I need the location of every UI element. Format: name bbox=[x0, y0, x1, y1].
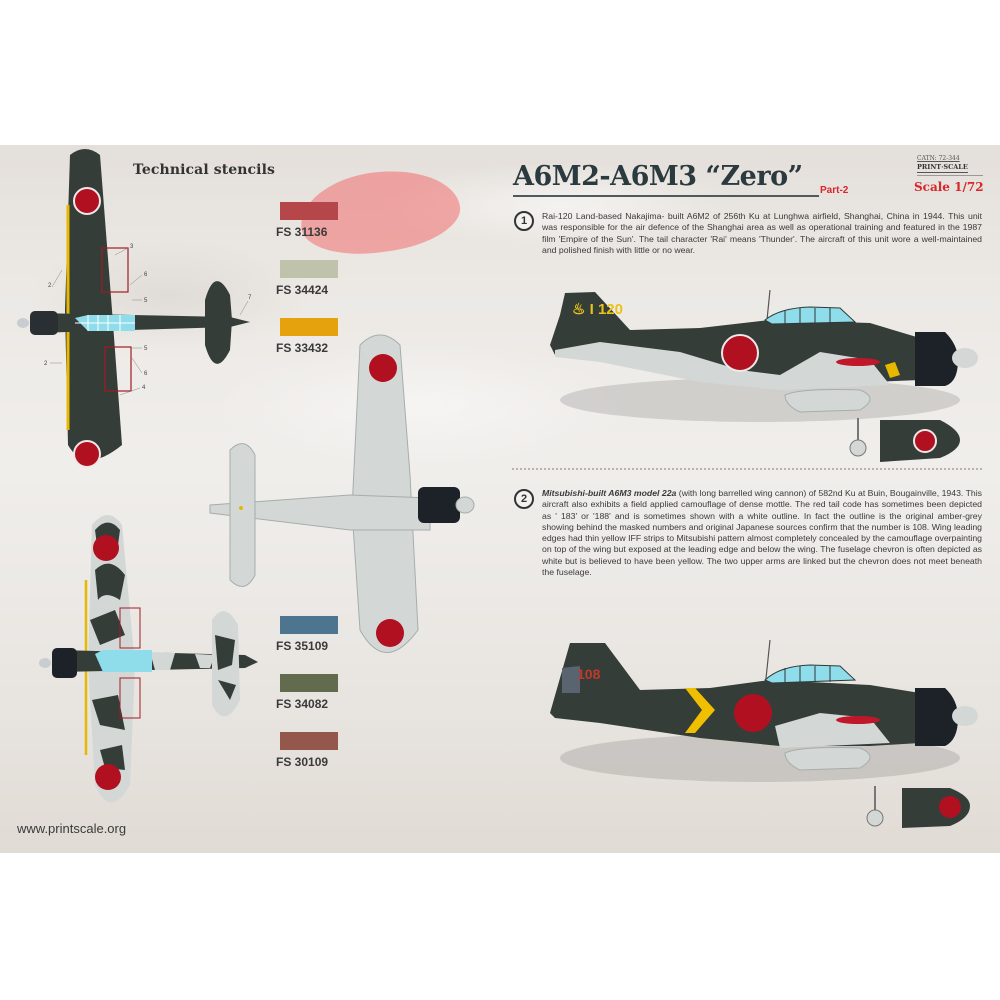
scheme-2-description: Mitsubishi-built A6M3 model 22a (with lo… bbox=[542, 488, 982, 578]
color-code-label: FS 35109 bbox=[276, 639, 329, 653]
section-divider bbox=[512, 468, 982, 470]
scheme-1-side-profile: ♨ I 120 bbox=[550, 289, 978, 462]
tail-code: 108 bbox=[577, 666, 601, 682]
color-swatch bbox=[280, 260, 338, 278]
stencil-number: 6 bbox=[144, 371, 148, 377]
tail-code: ♨ I 120 bbox=[572, 301, 623, 318]
part-label: Part-2 bbox=[820, 185, 849, 196]
stencil-number: 5 bbox=[144, 298, 148, 304]
stencil-number: 6 bbox=[144, 272, 148, 278]
color-swatch bbox=[280, 674, 338, 692]
scheme-number-badge: 2 bbox=[514, 489, 534, 509]
brand-logo: PRINT·SCALE bbox=[917, 163, 968, 173]
scheme-1-description: Rai-120 Land-based Nakajima- built A6M2 … bbox=[542, 211, 982, 256]
color-swatch bbox=[280, 202, 338, 220]
scheme-1-text: Rai-120 Land-based Nakajima- built A6M2 … bbox=[542, 211, 982, 255]
color-code-label: FS 34082 bbox=[276, 697, 329, 711]
color-swatch bbox=[280, 318, 338, 336]
stencil-number: 7 bbox=[248, 295, 252, 301]
color-code-label: FS 33432 bbox=[276, 341, 329, 355]
title-underline bbox=[513, 195, 819, 197]
technical-stencils-title: Technical stencils bbox=[133, 162, 275, 178]
scheme-2-side-profile: 108 bbox=[550, 639, 978, 828]
scheme-number-badge: 1 bbox=[514, 211, 534, 231]
color-swatch bbox=[280, 616, 338, 634]
catalog-number: CATN: 72-344 bbox=[917, 155, 960, 162]
stencil-number: 2 bbox=[44, 361, 48, 367]
stencil-number: 5 bbox=[144, 346, 148, 352]
top-view-camouflaged-aircraft bbox=[39, 515, 258, 803]
scheme-2-title: Mitsubishi-built A6M3 model 22a bbox=[542, 488, 677, 498]
decal-sheet: Technical stencils 3 bbox=[0, 145, 1000, 853]
color-code-label: FS 31136 bbox=[276, 225, 328, 239]
color-code-label: FS 34424 bbox=[276, 283, 329, 297]
tail-code-number: 120 bbox=[598, 301, 623, 318]
scheme-2-text: (with long barrelled wing cannon) of 582… bbox=[542, 488, 982, 578]
scale-label: Scale 1/72 bbox=[914, 180, 984, 194]
stencil-number: 2 bbox=[48, 283, 52, 289]
stencil-number: 4 bbox=[142, 385, 146, 391]
brand-divider bbox=[917, 175, 983, 176]
stencil-number: 3 bbox=[130, 244, 134, 250]
color-swatch bbox=[280, 732, 338, 750]
underside-view-grey-aircraft bbox=[209, 334, 475, 653]
top-view-dark-green-aircraft: 3 2 6 5 7 2 5 6 4 bbox=[17, 149, 252, 468]
color-code-label: FS 30109 bbox=[276, 755, 329, 769]
website-url[interactable]: www.printscale.org bbox=[17, 821, 127, 836]
sheet-title: A6M2-A6M3 “Zero” bbox=[513, 161, 803, 192]
